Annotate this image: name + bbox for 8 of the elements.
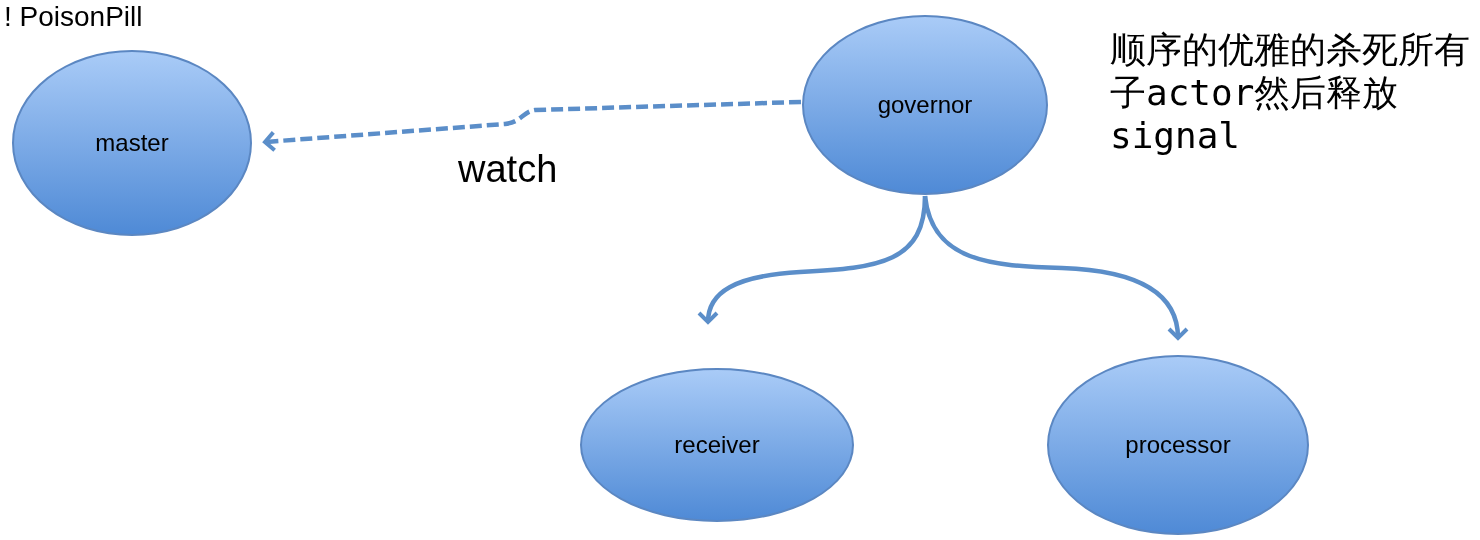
arrow bbox=[922, 195, 1189, 340]
note-text: 顺序的优雅的杀死所有子actor然后释放signal bbox=[1110, 28, 1470, 158]
node-label: receiver bbox=[673, 429, 761, 460]
node-label: master bbox=[94, 127, 170, 158]
node-label: processor bbox=[1124, 429, 1232, 460]
node-label: governor bbox=[876, 89, 974, 120]
arrow bbox=[263, 99, 802, 153]
message-label: ! PoisonPill bbox=[4, 0, 144, 34]
